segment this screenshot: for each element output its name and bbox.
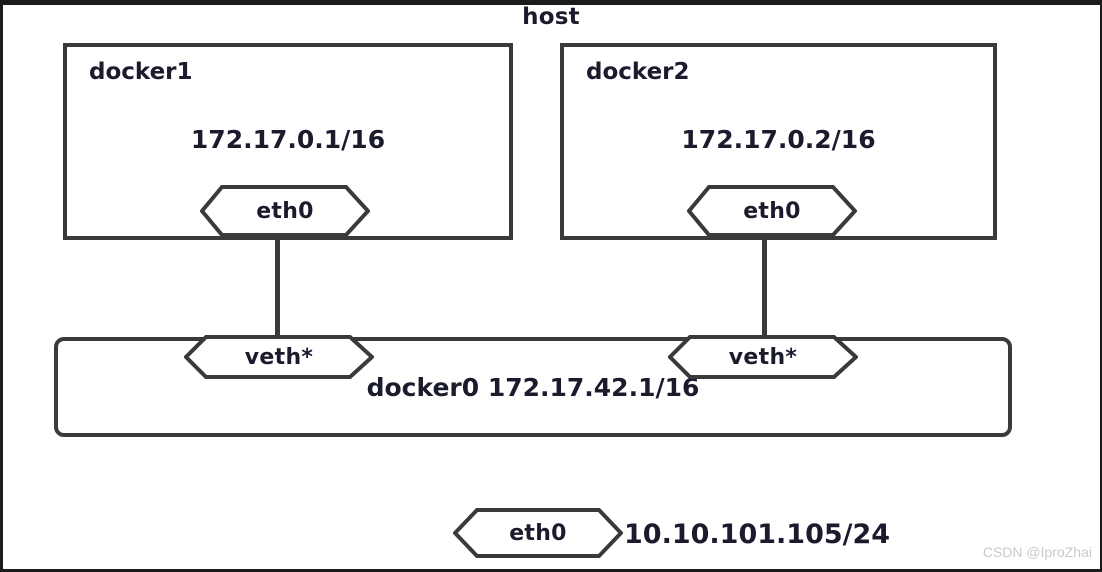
frame-border-bottom bbox=[0, 569, 1102, 572]
container-name-docker2: docker2 bbox=[586, 59, 690, 85]
interface-label-docker2-eth0: eth0 bbox=[743, 198, 801, 224]
container-ip-docker1: 172.17.0.1/16 bbox=[190, 125, 386, 154]
connector-docker1-to-bridge bbox=[275, 237, 280, 339]
watermark: CSDN @IproZhai bbox=[982, 544, 1092, 560]
interface-label-bridge-veth-right: veth* bbox=[728, 344, 798, 370]
interface-label-docker1-eth0: eth0 bbox=[256, 198, 314, 224]
host-interface-ip: 10.10.101.105/24 bbox=[624, 519, 891, 550]
container-name-docker1: docker1 bbox=[89, 59, 193, 85]
interface-badge-host-eth0: eth0 bbox=[453, 508, 623, 558]
chevron-shape-icon bbox=[184, 335, 374, 379]
chevron-shape-icon bbox=[687, 185, 857, 237]
interface-badge-docker1-eth0: eth0 bbox=[200, 185, 370, 237]
frame-border-top bbox=[0, 0, 1102, 5]
interface-badge-bridge-veth-right: veth* bbox=[668, 335, 858, 379]
chevron-shape-icon bbox=[200, 185, 370, 237]
connector-docker2-to-bridge bbox=[762, 237, 767, 339]
container-box-docker1: docker1 172.17.0.1/16 bbox=[63, 43, 513, 240]
interface-badge-bridge-veth-left: veth* bbox=[184, 335, 374, 379]
container-box-docker2: docker2 172.17.0.2/16 bbox=[560, 43, 997, 240]
bridge-label-docker0: docker0 172.17.42.1/16 bbox=[366, 373, 700, 402]
host-title: host bbox=[522, 4, 580, 30]
frame-border-right bbox=[1100, 0, 1102, 572]
frame-border-left bbox=[0, 0, 3, 572]
interface-label-bridge-veth-left: veth* bbox=[244, 344, 314, 370]
interface-badge-docker2-eth0: eth0 bbox=[687, 185, 857, 237]
interface-label-host-eth0: eth0 bbox=[509, 520, 567, 546]
container-ip-docker2: 172.17.0.2/16 bbox=[681, 125, 876, 154]
chevron-shape-icon bbox=[668, 335, 858, 379]
chevron-shape-icon bbox=[453, 508, 623, 558]
